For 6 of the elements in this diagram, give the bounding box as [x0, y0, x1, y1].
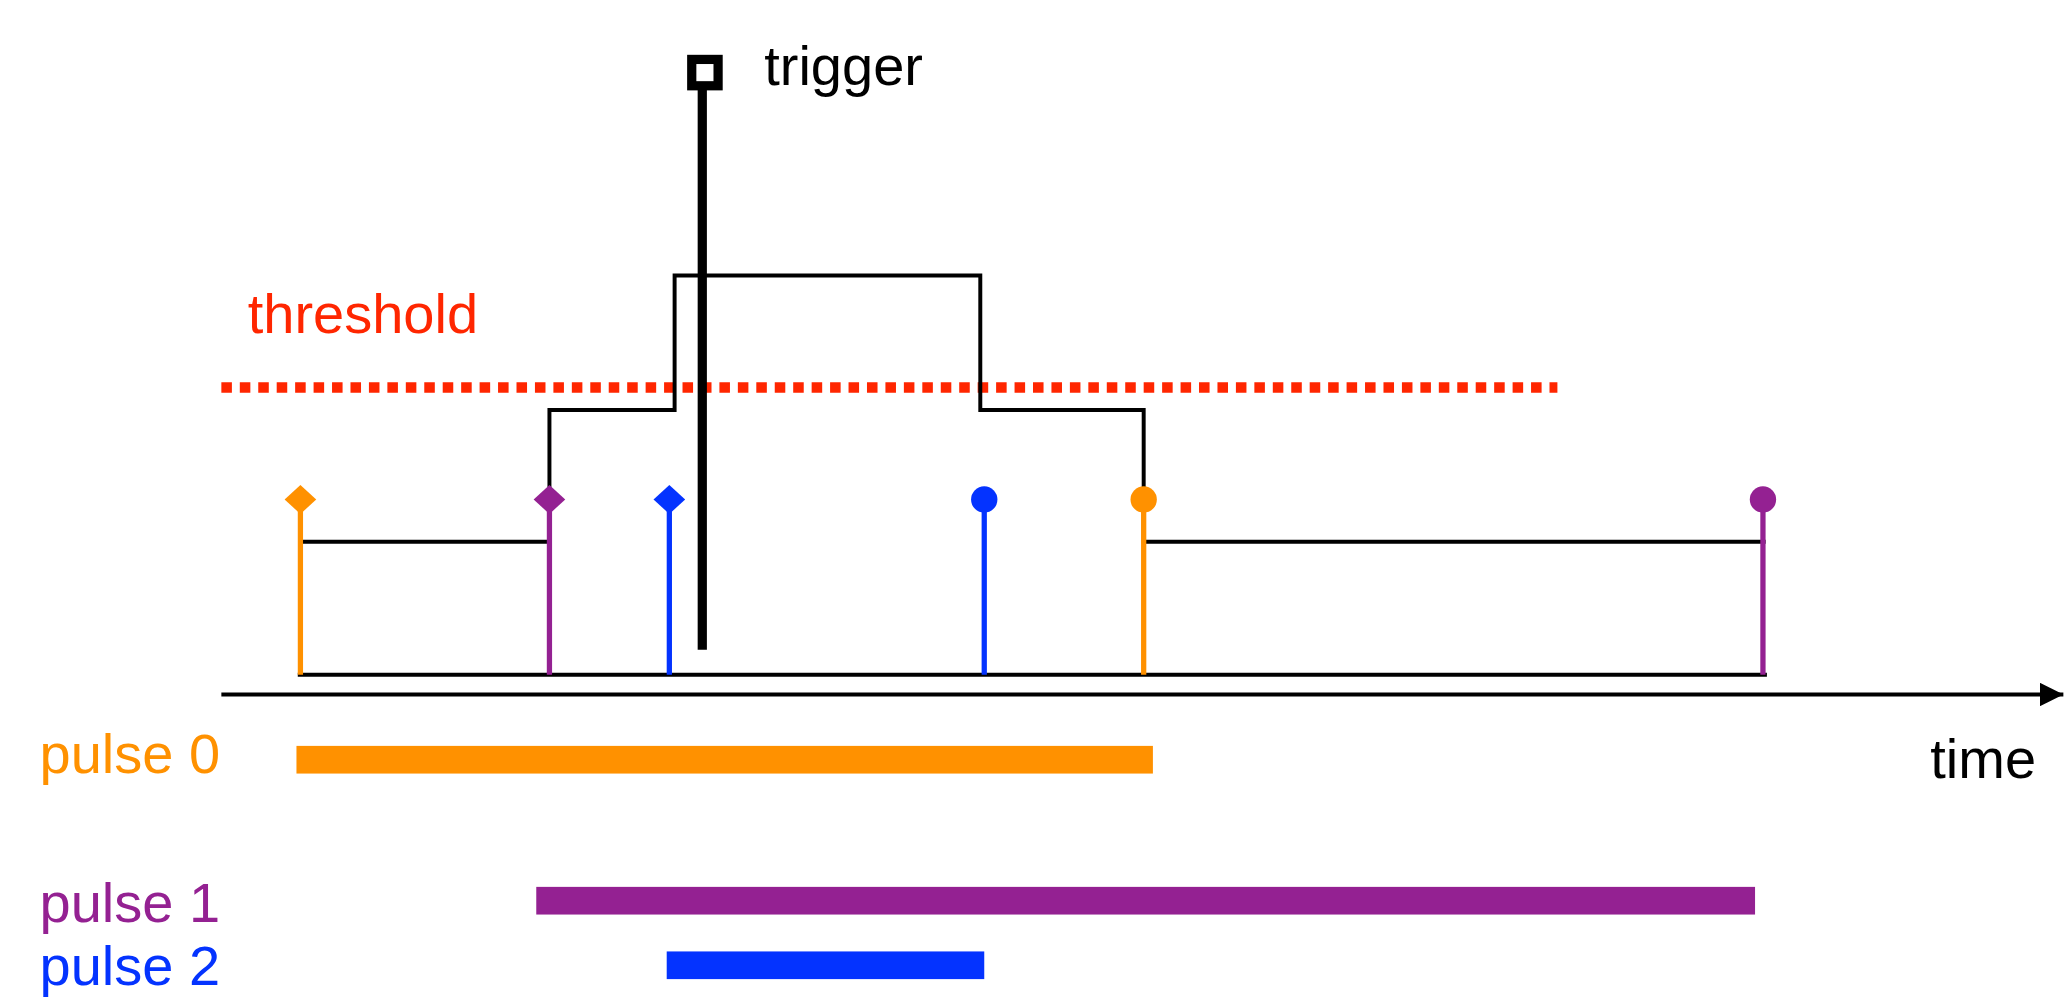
threshold-label: threshold [247, 281, 479, 346]
pulse-label: pulse 0 [39, 722, 221, 787]
pulse-label: pulse 2 [39, 934, 221, 999]
axis-label: time [1930, 727, 2037, 792]
pulse-label: pulse 1 [39, 870, 221, 935]
trigger-label: trigger [764, 34, 923, 99]
